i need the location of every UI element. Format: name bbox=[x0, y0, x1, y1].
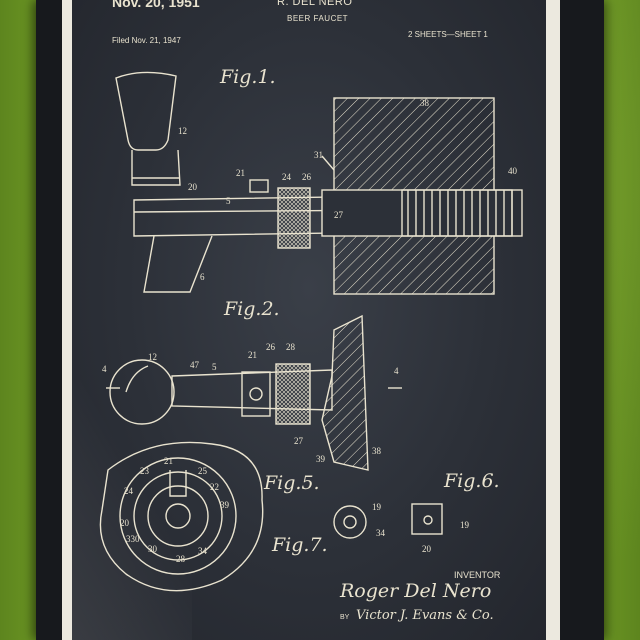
by-label: BY bbox=[340, 614, 350, 621]
ref-31: 31 bbox=[314, 150, 323, 160]
ref-21a: 21 bbox=[236, 168, 245, 178]
ref-38b: 38 bbox=[372, 446, 381, 456]
fig1-threaded-shank bbox=[401, 189, 523, 237]
patent-print: Nov. 20, 1951 R. DEL NERO BEER FAUCET Fi… bbox=[72, 0, 546, 640]
fig1-handle bbox=[115, 71, 177, 151]
fig1-spout bbox=[143, 235, 213, 293]
ref-4b: 4 bbox=[394, 366, 399, 376]
ref-330: 330 bbox=[126, 534, 140, 544]
attorney-signature: Victor J. Evans & Co. bbox=[356, 608, 494, 623]
ref-21b: 21 bbox=[248, 350, 257, 360]
fig2-handle-ball bbox=[109, 359, 175, 425]
patent-date: Nov. 20, 1951 bbox=[112, 0, 200, 10]
fig7-dial-outer bbox=[119, 457, 237, 575]
ref-24a: 24 bbox=[282, 172, 291, 182]
ref-19a: 19 bbox=[372, 502, 381, 512]
fig1-knurled-nut bbox=[277, 187, 311, 249]
fig2-knurled-nut bbox=[275, 363, 311, 425]
patent-drawing bbox=[99, 71, 523, 592]
ref-26b: 26 bbox=[266, 342, 275, 352]
ref-28b: 28 bbox=[176, 554, 185, 564]
fig5-washer bbox=[333, 505, 367, 539]
ref-20b: 20 bbox=[120, 518, 129, 528]
ref-20a: 20 bbox=[188, 182, 197, 192]
ref-24b: 24 bbox=[124, 486, 133, 496]
ref-30: 30 bbox=[148, 544, 157, 554]
fig6-label: Fig.6. bbox=[444, 470, 500, 492]
ref-25: 25 bbox=[198, 466, 207, 476]
ref-20c: 20 bbox=[422, 544, 431, 554]
inventor-signature: Roger Del Nero bbox=[340, 580, 492, 602]
fig6-block bbox=[411, 503, 443, 535]
patent-title: BEER FAUCET bbox=[287, 14, 349, 23]
ref-28: 28 bbox=[286, 342, 295, 352]
inventor-label: INVENTOR bbox=[454, 570, 501, 580]
ref-34b: 34 bbox=[376, 528, 385, 538]
fig2-label: Fig.2. bbox=[224, 298, 280, 320]
fig7-outline bbox=[99, 441, 264, 592]
patent-inventor-header: R. DEL NERO bbox=[277, 0, 353, 8]
ref-27b: 27 bbox=[294, 436, 303, 446]
fig2-wall-section bbox=[321, 314, 369, 471]
ref-5b: 5 bbox=[212, 362, 217, 372]
ref-26a: 26 bbox=[302, 172, 311, 182]
ref-40: 40 bbox=[508, 166, 517, 176]
ref-39b: 39 bbox=[220, 500, 229, 510]
ref-22: 22 bbox=[210, 482, 219, 492]
fig7-label: Fig.7. bbox=[272, 534, 328, 556]
ref-6: 6 bbox=[200, 272, 205, 282]
fig1-label: Fig.1. bbox=[220, 66, 276, 88]
patent-sheets: 2 SHEETS—SHEET 1 bbox=[408, 30, 488, 39]
ref-27a: 27 bbox=[334, 210, 343, 220]
ref-21c: 21 bbox=[164, 456, 173, 466]
ref-23: 23 bbox=[140, 466, 149, 476]
ref-39a: 39 bbox=[316, 454, 325, 464]
ref-12b: 12 bbox=[148, 352, 157, 362]
ref-47: 47 bbox=[190, 360, 199, 370]
fig5-label: Fig.5. bbox=[264, 472, 320, 494]
ref-12a: 12 bbox=[178, 126, 187, 136]
ref-34a: 34 bbox=[198, 546, 207, 556]
ref-4a: 4 bbox=[102, 364, 107, 374]
ref-38a: 38 bbox=[420, 98, 429, 108]
ref-19b: 19 bbox=[460, 520, 469, 530]
patent-filed-date: Filed Nov. 21, 1947 bbox=[112, 36, 181, 45]
ref-5a: 5 bbox=[226, 196, 231, 206]
